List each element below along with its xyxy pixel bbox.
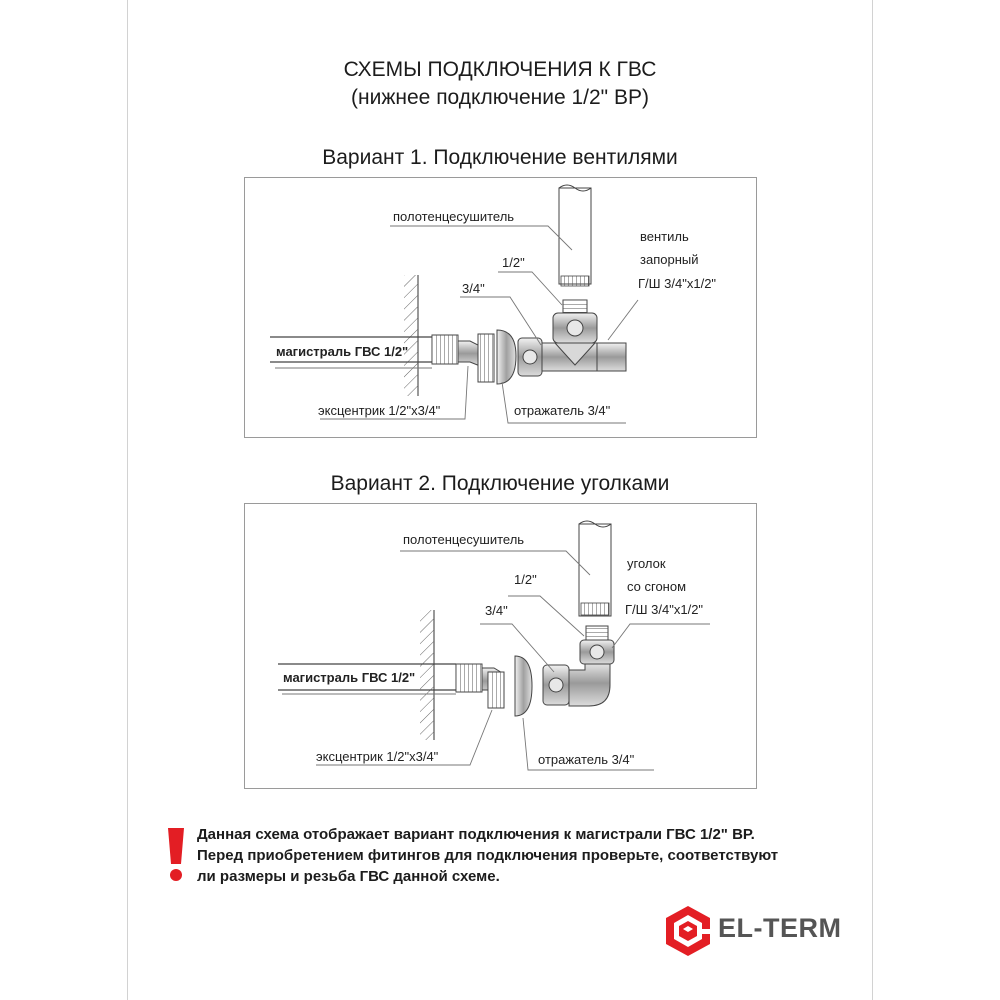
v2-label-main-line: магистраль ГВС 1/2" [283,670,416,685]
v1-label-valve-1: вентиль [640,229,689,244]
page-subtitle: (нижнее подключение 1/2" ВР) [351,86,649,109]
v1-label-thread-half: 1/2" [502,255,525,270]
v1-label-towel-dryer: полотенцесушитель [393,209,515,224]
warning-line-2: Перед приобретением фитингов для подключ… [197,847,779,864]
v2-label-towel-dryer: полотенцесушитель [403,532,525,547]
v2-eccentric [481,667,505,709]
v2-label-elbow-2: со сгоном [627,579,687,594]
v2-elbow [542,625,615,707]
variant2-drawing [278,520,710,771]
v2-label-thread-three-quarter: 3/4" [485,603,508,618]
v2-main-pipe [278,663,483,693]
v2-wall [420,610,435,740]
variant1-drawing [270,184,639,424]
v1-towel-dryer-pipe [558,184,592,287]
v1-label-valve-2: запорный [640,252,699,267]
variant2-heading: Вариант 2. Подключение уголками [330,472,670,495]
variant1-heading: Вариант 1. Подключение вентилями [322,146,678,169]
v1-eccentric [457,333,495,383]
v1-label-thread-three-quarter: 3/4" [462,281,485,296]
v1-label-reflector: отражатель 3/4" [514,403,611,418]
v1-leader-lines [275,225,639,424]
page-guide-left [127,0,128,1000]
v1-wall [404,275,419,396]
v1-label-eccentric: эксцентрик 1/2"x3/4" [318,403,441,418]
variant1-diagram-frame [244,177,757,438]
v2-towel-dryer-pipe [578,520,612,617]
v2-label-eccentric: эксцентрик 1/2"x3/4" [316,749,439,764]
warning-line-3: ли размеры и резьба ГВС данной схеме. [197,868,500,885]
v2-label-reflector: отражатель 3/4" [538,752,635,767]
v1-reflector [496,329,517,385]
brand-name: EL-TERM [718,913,842,943]
v1-main-pipe [270,334,459,365]
v2-label-elbow-3: Г/Ш 3/4"x1/2" [625,602,704,617]
v1-label-valve-3: Г/Ш 3/4"x1/2" [638,276,717,291]
v2-reflector [514,655,533,717]
v2-label-elbow-1: уголок [627,556,666,571]
page-guide-right [872,0,873,1000]
v2-label-thread-half: 1/2" [514,572,537,587]
v1-valve [517,299,627,377]
warning-line-1: Данная схема отображает вариант подключе… [197,826,755,843]
page-title: СХЕМЫ ПОДКЛЮЧЕНИЯ К ГВС [343,58,657,81]
v2-leader-lines [282,550,710,771]
exclamation-icon [168,828,184,881]
variant2-diagram-frame [244,503,757,789]
warning-note: Данная схема отображает вариант подключе… [197,824,778,887]
v1-label-main-line: магистраль ГВС 1/2" [276,344,409,359]
el-term-cube-logo [666,906,710,956]
